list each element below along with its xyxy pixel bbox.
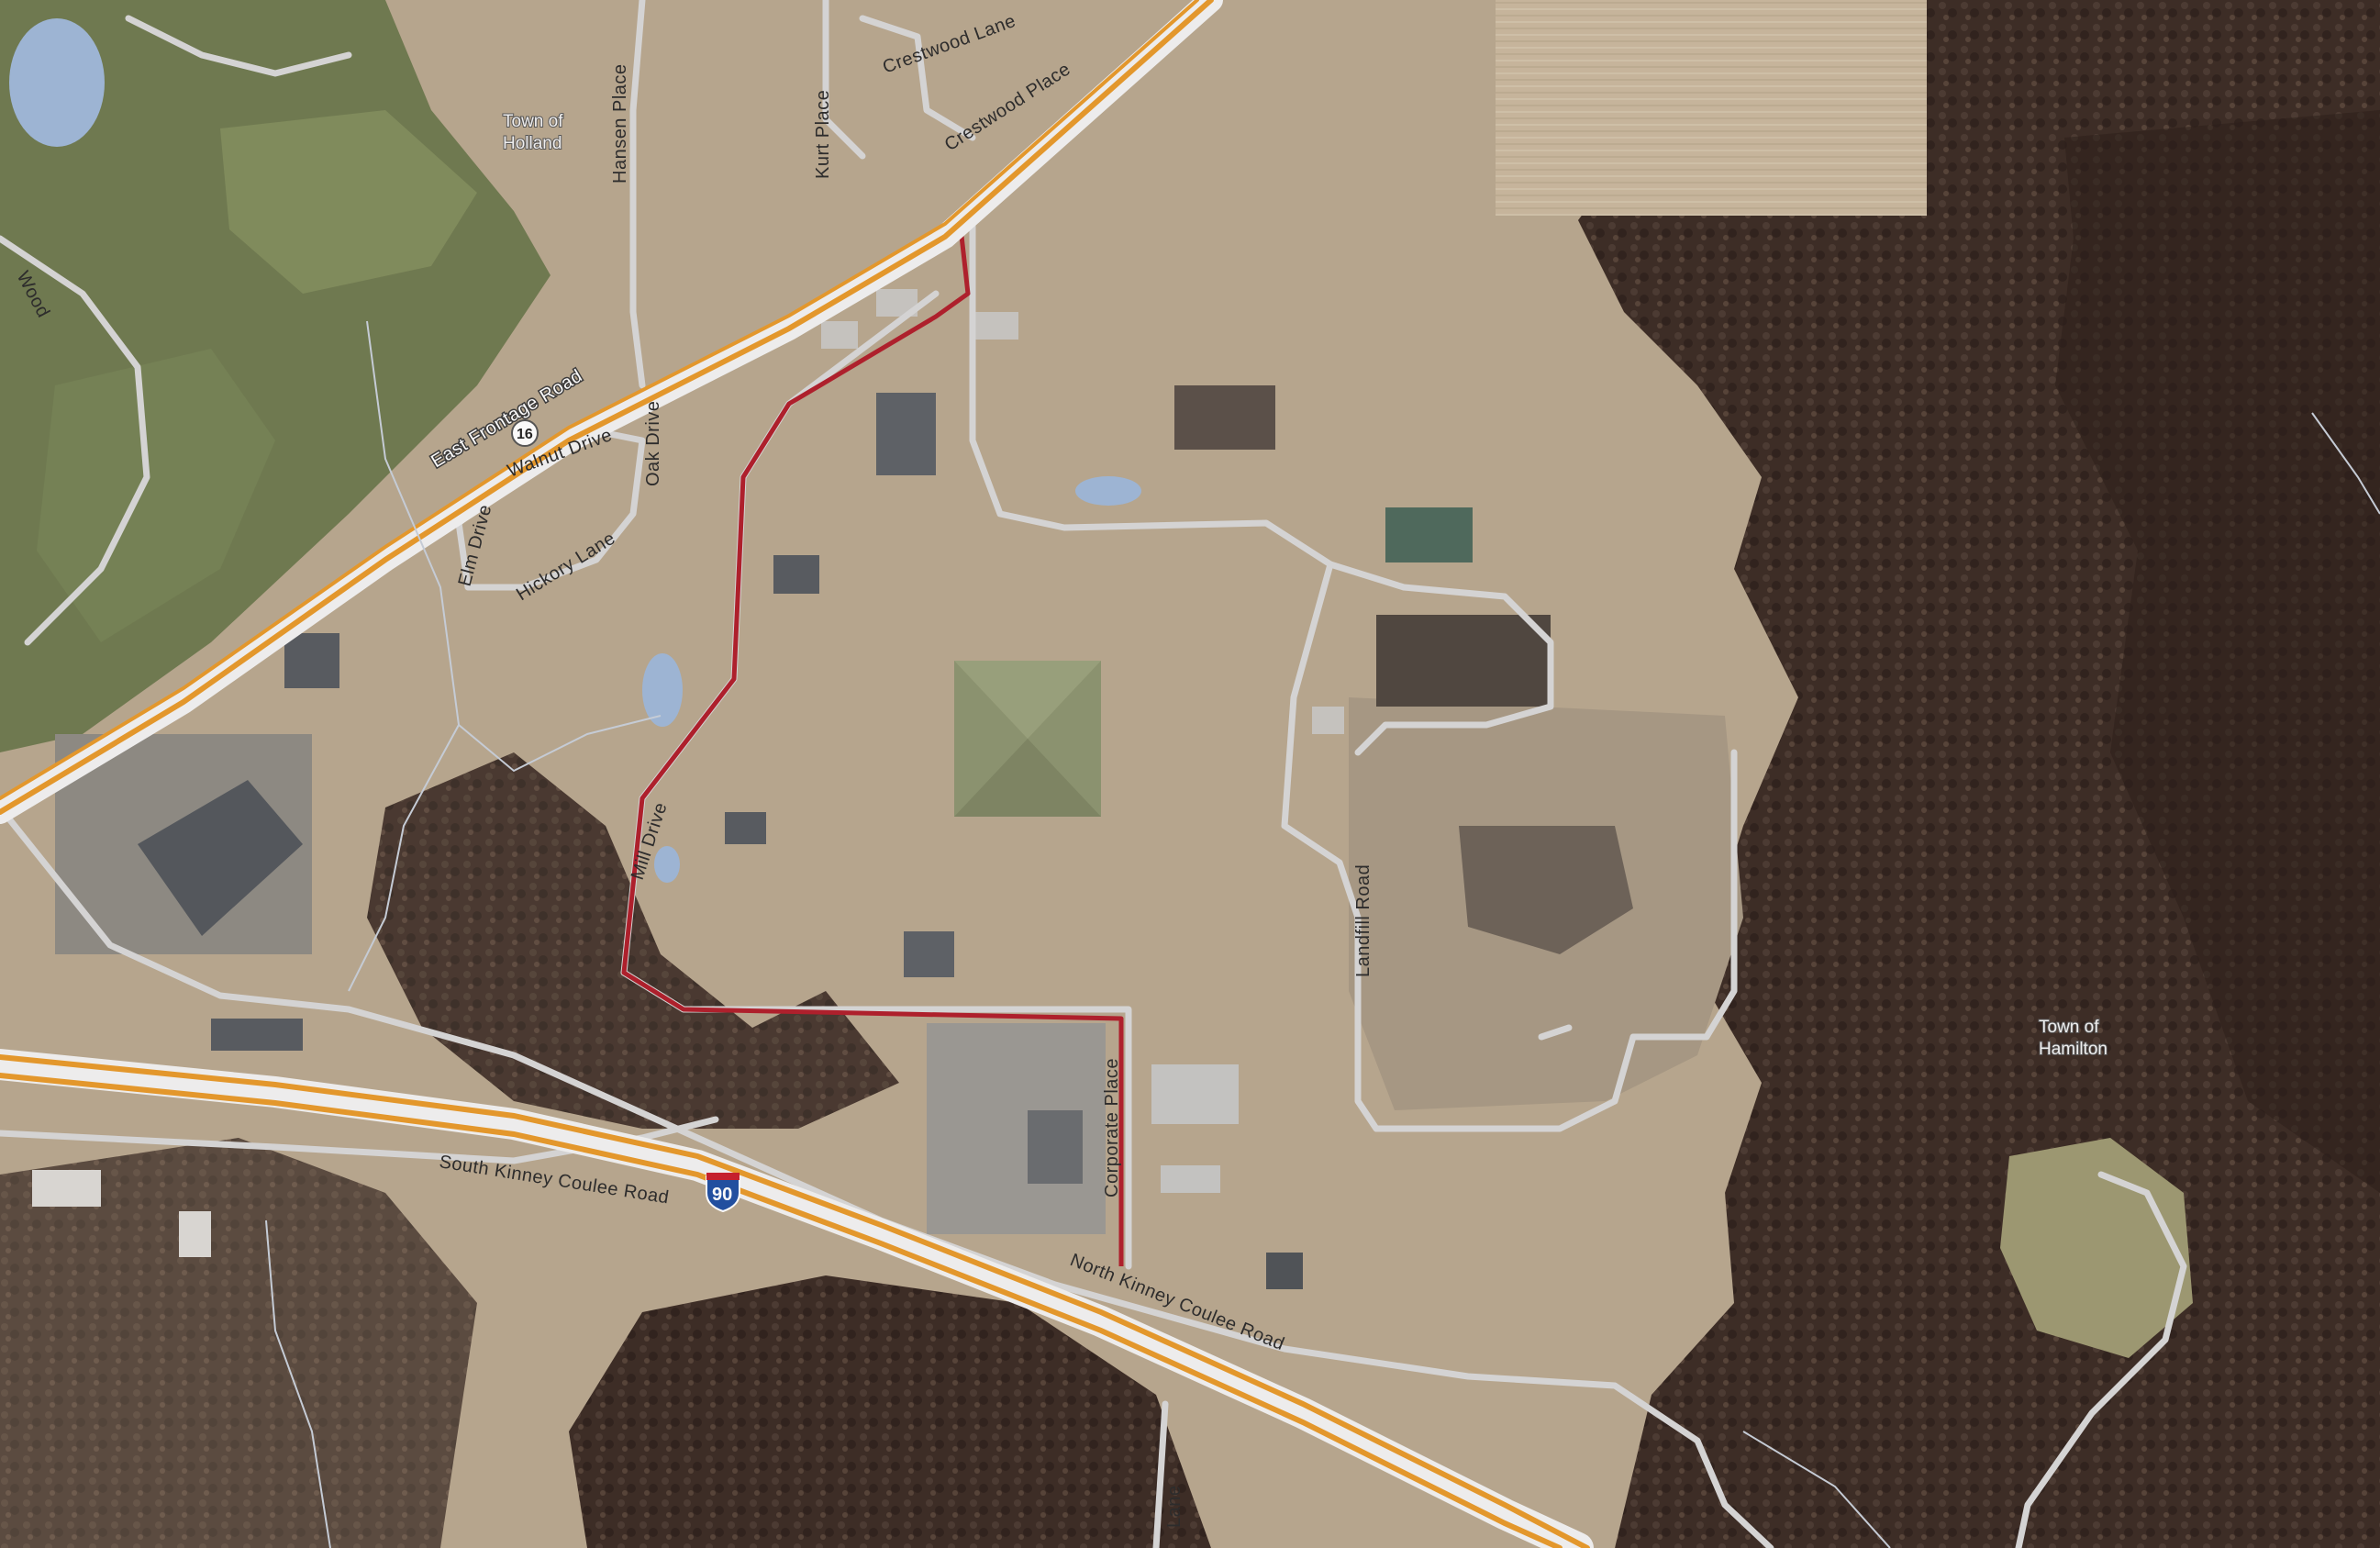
shield-90-top [706, 1173, 740, 1180]
east-forest-shadow [2055, 110, 2380, 1193]
road-landfill [969, 207, 1738, 1132]
state-highway-shield: 16 [511, 419, 539, 447]
town-labels: Town of Holland Town of Hamilton [502, 111, 2108, 1060]
road-crestwood [859, 15, 976, 141]
building-14 [211, 1019, 303, 1051]
farm-field [1496, 0, 1927, 216]
road-kurt [822, 0, 866, 160]
town-hamilton-line2: Hamilton [2039, 1040, 2108, 1059]
building-1 [773, 555, 819, 594]
i90-casing [0, 1049, 1594, 1548]
capped-mound-shade [954, 739, 1101, 817]
south-forest [569, 1275, 1211, 1548]
retail-building [138, 780, 303, 936]
west-forest [0, 1138, 477, 1548]
warehouse-north [876, 393, 936, 475]
streams [265, 320, 2380, 1548]
label-oak-drive: Oak Drive [643, 401, 663, 486]
pond-landfill [1385, 507, 1473, 562]
building-5 [1161, 1165, 1220, 1193]
building-13 [973, 312, 1018, 340]
building-9 [32, 1170, 101, 1207]
building-12 [1312, 707, 1344, 734]
building-2 [725, 812, 766, 844]
label-lane: Lane [1164, 1486, 1184, 1529]
green-lawns [220, 110, 477, 294]
road-northwest-cul [125, 15, 352, 77]
town-holland-line2: Holland [503, 134, 562, 153]
highways [0, 0, 1594, 1548]
gas-plant-area [1376, 615, 1551, 707]
i90-west [0, 1073, 1563, 1548]
label-corporate-place: Corporate Place [1102, 1058, 1122, 1197]
road-south-kinney [0, 1116, 719, 1164]
road-loop-south [1327, 561, 1554, 756]
label-kurt-place: Kurt Place [813, 90, 833, 179]
building-4 [1151, 1064, 1239, 1124]
building-11 [1266, 1253, 1303, 1289]
i90-east [0, 1054, 1590, 1548]
green-lawns-2 [37, 349, 275, 642]
building-8 [284, 633, 339, 688]
hwy-16 [0, 0, 1214, 815]
town-hamilton-line1: Town of [2039, 1018, 2099, 1037]
building-3 [904, 931, 954, 977]
road-southeast-clearing [2015, 1171, 2187, 1548]
building-7 [821, 321, 858, 349]
landfill-pit [1459, 826, 1633, 954]
site-boundary [621, 210, 1124, 1266]
buildings-layer [32, 289, 1344, 1289]
stream-3 [265, 1219, 331, 1548]
pond-center [642, 653, 683, 727]
shield-16-bg [511, 419, 539, 447]
building-10 [179, 1211, 211, 1257]
truck-stop-building [1028, 1110, 1083, 1184]
stream-4 [2311, 412, 2380, 515]
pond-northwest [9, 18, 105, 147]
label-landfill-road: Landfill Road [1353, 864, 1374, 977]
road-landfill-spur [1538, 1024, 1573, 1041]
road-southwest [1152, 1400, 1169, 1548]
shield-16-number: 16 [517, 427, 533, 442]
stream-2 [458, 715, 662, 773]
stream-5 [1742, 1431, 1891, 1548]
capped-mound-ridge [954, 661, 1101, 739]
road-wood [0, 235, 150, 646]
interstate-shield: 90 [706, 1173, 740, 1213]
compost-area [1174, 385, 1275, 450]
road-hansen [629, 0, 646, 389]
shield-90-number: 90 [712, 1185, 732, 1205]
water-layer [9, 18, 1473, 883]
boundary-line [621, 210, 1124, 1266]
pond-small [654, 846, 680, 883]
hwy-16-lane-2 [0, 0, 1199, 800]
label-hansen-place: Hansen Place [610, 63, 630, 184]
southwest-forest [367, 752, 899, 1129]
shield-90-bg [706, 1175, 740, 1213]
pond-north [1075, 476, 1141, 506]
town-holland-line1: Town of [503, 112, 563, 131]
